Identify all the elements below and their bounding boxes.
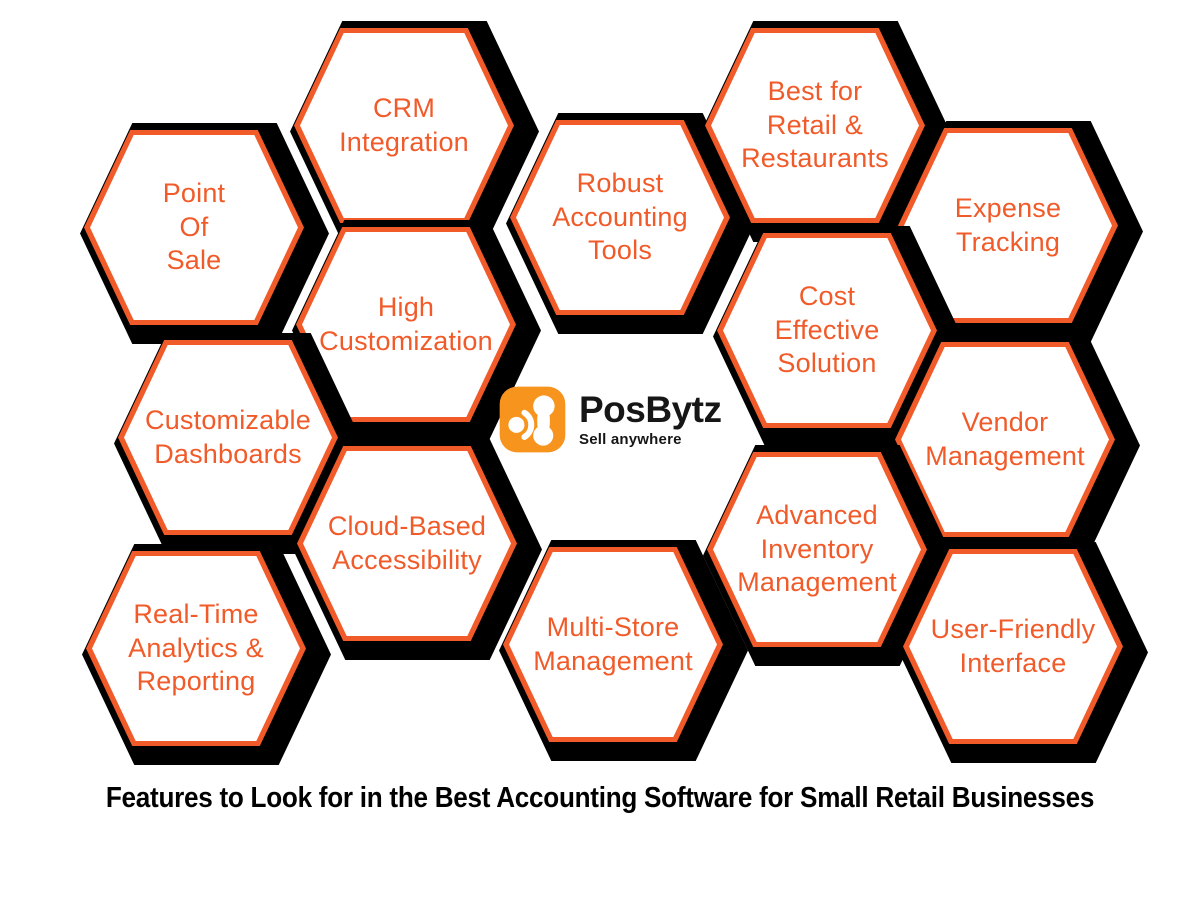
hex-fill: Multi-Store Management xyxy=(509,552,717,737)
hex-label: Cloud-Based Accessibility xyxy=(327,511,487,575)
hex-border: Cost Effective Solution xyxy=(717,233,937,428)
brand-text: PosBytz Sell anywhere xyxy=(579,386,722,453)
hex-label: High Customization xyxy=(319,292,493,356)
hex-label: Cost Effective Solution xyxy=(774,281,880,379)
brand-name: PosBytz xyxy=(579,389,722,430)
hex-customizable-dashboards: Customizable Dashboards xyxy=(114,333,363,554)
brand-tagline: Sell anywhere xyxy=(579,431,682,448)
hex-fill: Real-Time Analytics & Reporting xyxy=(92,556,300,741)
hex-border: Advanced Inventory Management xyxy=(707,452,927,647)
brand-logo: PosBytz Sell anywhere xyxy=(499,386,722,453)
hex-label: Multi-Store Management xyxy=(533,612,693,676)
hex-fill: Expense Tracking xyxy=(904,133,1112,318)
hex-cloud-based-accessibility: Cloud-Based Accessibility xyxy=(293,439,542,660)
hex-vendor-management: Vendor Management xyxy=(891,335,1140,556)
hex-border: Real-Time Analytics & Reporting xyxy=(86,551,306,746)
hex-label: Real-Time Analytics & Reporting xyxy=(128,599,264,697)
hex-fill: User-Friendly Interface xyxy=(909,554,1117,739)
posbytz-soundwave-icon xyxy=(499,386,566,453)
hex-fill: Robust Accounting Tools xyxy=(516,125,724,310)
hex-label: Robust Accounting Tools xyxy=(552,168,688,266)
hex-border: Point Of Sale xyxy=(84,130,304,325)
hex-border: Multi-Store Management xyxy=(503,547,723,742)
hex-fill: Cost Effective Solution xyxy=(723,238,931,423)
hex-label: Vendor Management xyxy=(925,407,1085,471)
hex-point-of-sale: Point Of Sale xyxy=(80,123,329,344)
hex-fill: Advanced Inventory Management xyxy=(713,457,921,642)
hex-robust-accounting-tools: Robust Accounting Tools xyxy=(506,113,755,334)
hex-border: Expense Tracking xyxy=(898,128,1118,323)
hex-crm-integration: CRM Integration xyxy=(290,21,539,242)
hex-border: Best for Retail & Restaurants xyxy=(705,28,925,223)
hex-label: User-Friendly Interface xyxy=(930,614,1096,678)
hex-real-time-analytics-reporting: Real-Time Analytics & Reporting xyxy=(82,544,331,765)
infographic-title: Features to Look for in the Best Account… xyxy=(105,782,1095,814)
hex-best-for-retail-restaurants: Best for Retail & Restaurants xyxy=(701,21,950,242)
hex-fill: Best for Retail & Restaurants xyxy=(711,33,919,218)
hex-border: Customizable Dashboards xyxy=(118,340,338,535)
hex-fill: CRM Integration xyxy=(300,33,508,218)
hex-label: Customizable Dashboards xyxy=(145,405,311,469)
hex-advanced-inventory-management: Advanced Inventory Management xyxy=(703,445,952,666)
hex-multi-store-management: Multi-Store Management xyxy=(499,540,748,761)
hex-fill: Point Of Sale xyxy=(90,135,298,320)
hex-border: User-Friendly Interface xyxy=(903,549,1123,744)
hex-fill: Customizable Dashboards xyxy=(124,345,332,530)
hex-fill: High Customization xyxy=(302,232,510,417)
hex-high-customization: High Customization xyxy=(292,220,541,441)
hex-fill: Vendor Management xyxy=(901,347,1109,532)
hex-fill: Cloud-Based Accessibility xyxy=(303,451,511,636)
hex-label: Expense Tracking xyxy=(954,193,1062,257)
hex-border: High Customization xyxy=(296,227,516,422)
hex-label: CRM Integration xyxy=(339,93,469,157)
hex-border: Cloud-Based Accessibility xyxy=(297,446,517,641)
hex-user-friendly-interface: User-Friendly Interface xyxy=(899,542,1148,763)
hex-label: Advanced Inventory Management xyxy=(737,500,897,598)
hex-border: Vendor Management xyxy=(895,342,1115,537)
hex-border: Robust Accounting Tools xyxy=(510,120,730,315)
hex-border: CRM Integration xyxy=(294,28,514,223)
hex-label: Point Of Sale xyxy=(162,178,226,276)
hex-label: Best for Retail & Restaurants xyxy=(741,76,889,174)
